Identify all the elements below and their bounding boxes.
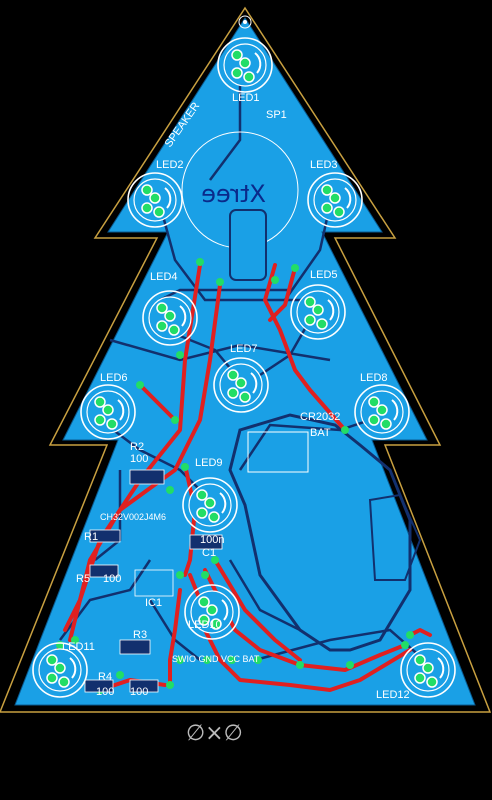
led-5: [290, 284, 346, 340]
led-11: [32, 642, 88, 698]
label-led4: LED4: [150, 271, 178, 283]
label-led5: LED5: [310, 269, 338, 281]
logo-text: Xtree: [201, 180, 266, 208]
led-9: [182, 477, 238, 533]
label-led6: LED6: [100, 372, 128, 384]
label-r3: R3: [133, 629, 147, 641]
label-r5-value: 100: [103, 573, 121, 585]
led-6: [80, 384, 136, 440]
led-7: [213, 357, 269, 413]
led-10: [184, 584, 240, 640]
label-led12: LED12: [376, 689, 410, 701]
speaker-outline: [181, 131, 299, 281]
led-3: [307, 172, 363, 228]
label-led11: LED11: [62, 641, 95, 653]
led-2: [127, 172, 183, 228]
label-led10: LED10: [188, 619, 222, 631]
label-sp1: SP1: [266, 109, 287, 121]
label-ic1: IC1: [145, 597, 162, 609]
label-r4: R4: [98, 671, 112, 683]
label-c1-value: 100n: [200, 534, 224, 546]
leds: [32, 37, 456, 698]
copper-fill: [14, 17, 476, 706]
label-bat: BAT: [310, 427, 331, 439]
label-chip: CH32V002J4M6: [100, 512, 166, 522]
label-led8: LED8: [360, 372, 388, 384]
label-r4-value: 100: [96, 686, 114, 698]
label-r2: R2: [130, 441, 144, 453]
label-led3: LED3: [310, 159, 338, 171]
board-outline: [0, 6, 492, 713]
label-battery: CR2032: [300, 411, 340, 423]
label-r5: R5: [76, 573, 90, 585]
footer-symbols: ∅×∅: [186, 721, 243, 746]
label-led7: LED7: [230, 343, 258, 355]
led-12: [400, 642, 456, 698]
smd-pads: [56, 258, 414, 694]
top-hole: [238, 15, 252, 29]
label-r6-value: 100: [130, 686, 148, 698]
led-8: [354, 384, 410, 440]
label-c1: C1: [202, 547, 216, 559]
label-led1: LED1: [232, 92, 260, 104]
label-header: SWIO GND VCC BAT: [172, 654, 260, 664]
led-4: [142, 290, 198, 346]
label-r1: R1: [84, 531, 98, 543]
smd-components: [84, 469, 223, 693]
label-led2: LED2: [156, 159, 184, 171]
led-1: [217, 37, 273, 93]
label-r2-value: 100: [130, 453, 148, 465]
label-led9: LED9: [195, 457, 223, 469]
